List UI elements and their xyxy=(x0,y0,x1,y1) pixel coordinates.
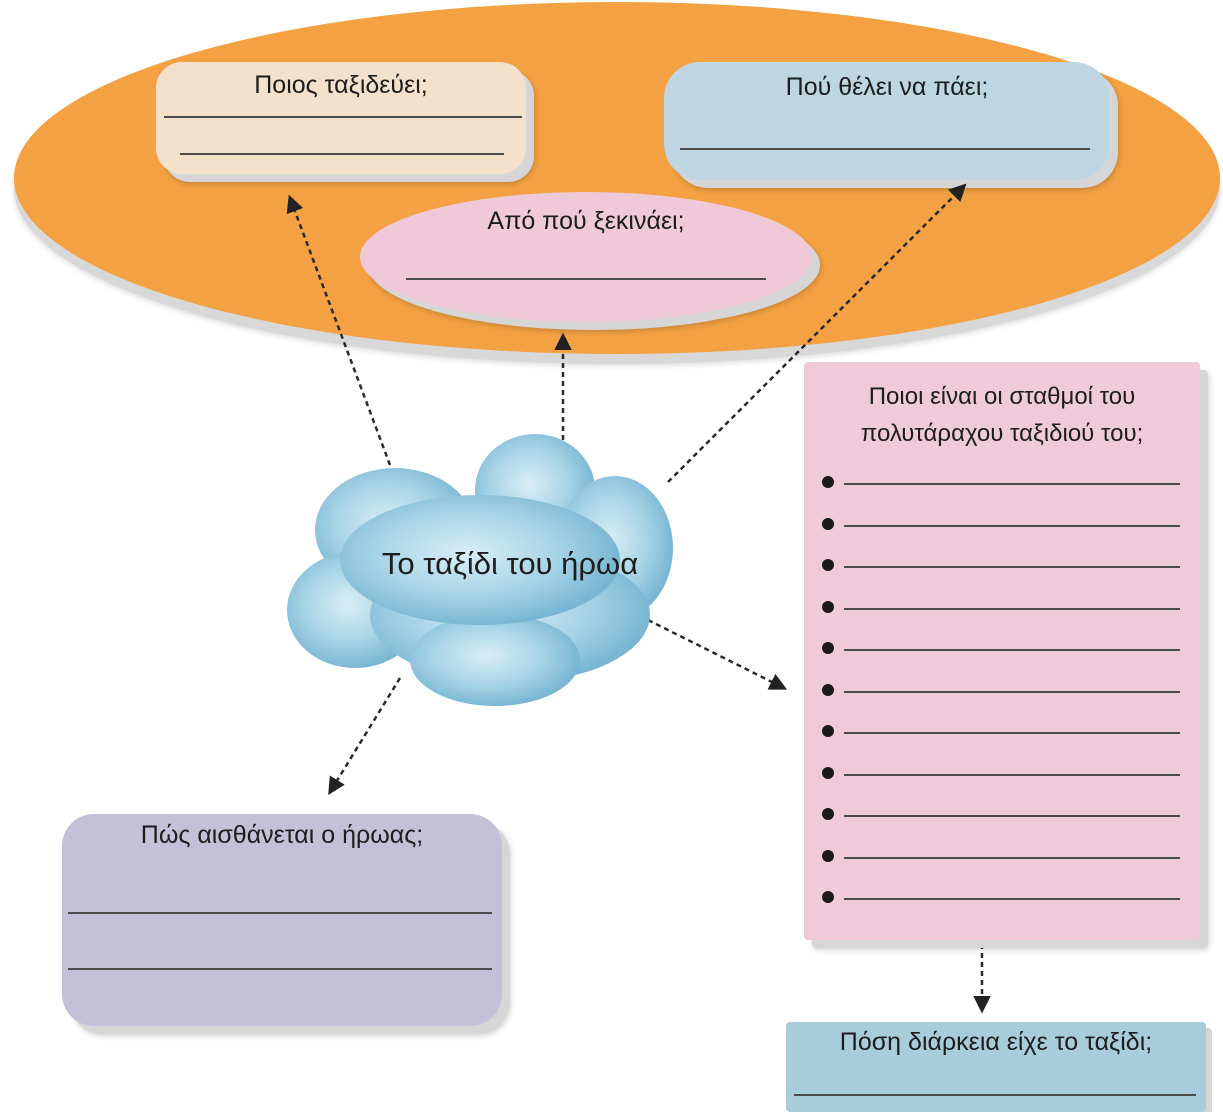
station-answer-line[interactable] xyxy=(844,483,1180,485)
station-bullet-item[interactable] xyxy=(818,642,1180,658)
where-to-answer-line[interactable] xyxy=(680,148,1090,150)
station-bullet-item[interactable] xyxy=(818,683,1180,700)
arrow-to-who-travels xyxy=(286,194,392,466)
station-bullet-item[interactable] xyxy=(818,766,1180,783)
station-answer-line[interactable] xyxy=(844,856,1180,859)
bullet-dot xyxy=(822,808,834,820)
station-bullet-item[interactable] xyxy=(818,559,1180,575)
station-answer-line[interactable] xyxy=(844,773,1180,776)
start-from-box: Από πού ξεκινάει; xyxy=(360,192,812,322)
station-bullet-item[interactable] xyxy=(818,600,1180,617)
station-answer-line[interactable] xyxy=(844,649,1180,651)
station-answer-line[interactable] xyxy=(844,524,1180,527)
duration-label: Πόση διάρκεια είχε το ταξίδι; xyxy=(839,1028,1153,1056)
station-bullet-item[interactable] xyxy=(818,891,1180,907)
bullet-dot xyxy=(822,517,834,530)
bullet-dot xyxy=(822,600,834,613)
bullet-dot xyxy=(822,642,834,654)
station-answer-line[interactable] xyxy=(844,566,1180,568)
feelings-answer-line-1[interactable] xyxy=(68,912,492,914)
bullet-dot xyxy=(822,766,834,779)
bullet-dot xyxy=(822,476,834,488)
duration-box: Πόση διάρκεια είχε το ταξίδι; xyxy=(786,1022,1206,1112)
who-travels-box: Ποιος ταξιδεύει; xyxy=(156,62,526,174)
duration-answer-line[interactable] xyxy=(794,1094,1196,1096)
start-from-answer-line[interactable] xyxy=(406,278,766,280)
station-bullet-item[interactable] xyxy=(818,517,1180,534)
bullet-dot xyxy=(822,559,834,571)
station-answer-line[interactable] xyxy=(844,815,1180,817)
arrow-to-stations xyxy=(647,618,788,690)
station-bullet-item[interactable] xyxy=(818,725,1180,741)
feelings-answer-line-2[interactable] xyxy=(68,968,492,970)
bullet-dot xyxy=(822,683,834,696)
hero-journey-center-label: Το ταξίδι του ήρωα xyxy=(381,546,639,581)
who-travels-label: Ποιος ταξιδεύει; xyxy=(254,71,428,99)
stations-label: Ποιοι είναι οι σταθμοί του πολυτάραχου τ… xyxy=(860,383,1144,447)
arrow-to-where-to xyxy=(667,183,967,483)
bullet-dot xyxy=(822,891,834,903)
station-bullet-item[interactable] xyxy=(818,476,1180,492)
bullet-dot xyxy=(822,725,834,737)
stations-box: Ποιοι είναι οι σταθμοί του πολυτάραχου τ… xyxy=(804,362,1200,940)
who-travels-answer-line-2[interactable] xyxy=(180,153,504,155)
bullet-dot xyxy=(822,849,834,862)
where-to-label: Πού θέλει να πάει; xyxy=(785,73,989,101)
station-answer-line[interactable] xyxy=(844,732,1180,734)
station-bullet-item[interactable] xyxy=(818,849,1180,866)
where-to-box: Πού θέλει να πάει; xyxy=(664,62,1110,180)
station-answer-line[interactable] xyxy=(844,898,1180,900)
who-travels-answer-line-1[interactable] xyxy=(164,116,522,118)
station-answer-line[interactable] xyxy=(844,690,1180,693)
station-answer-line[interactable] xyxy=(844,607,1180,610)
arrow-to-feelings xyxy=(328,677,402,795)
feelings-label: Πώς αισθάνεται ο ήρωας; xyxy=(140,821,424,849)
station-bullet-item[interactable] xyxy=(818,808,1180,824)
feelings-box: Πώς αισθάνεται ο ήρωας; xyxy=(62,814,502,1026)
start-from-label: Από πού ξεκινάει; xyxy=(487,207,685,235)
